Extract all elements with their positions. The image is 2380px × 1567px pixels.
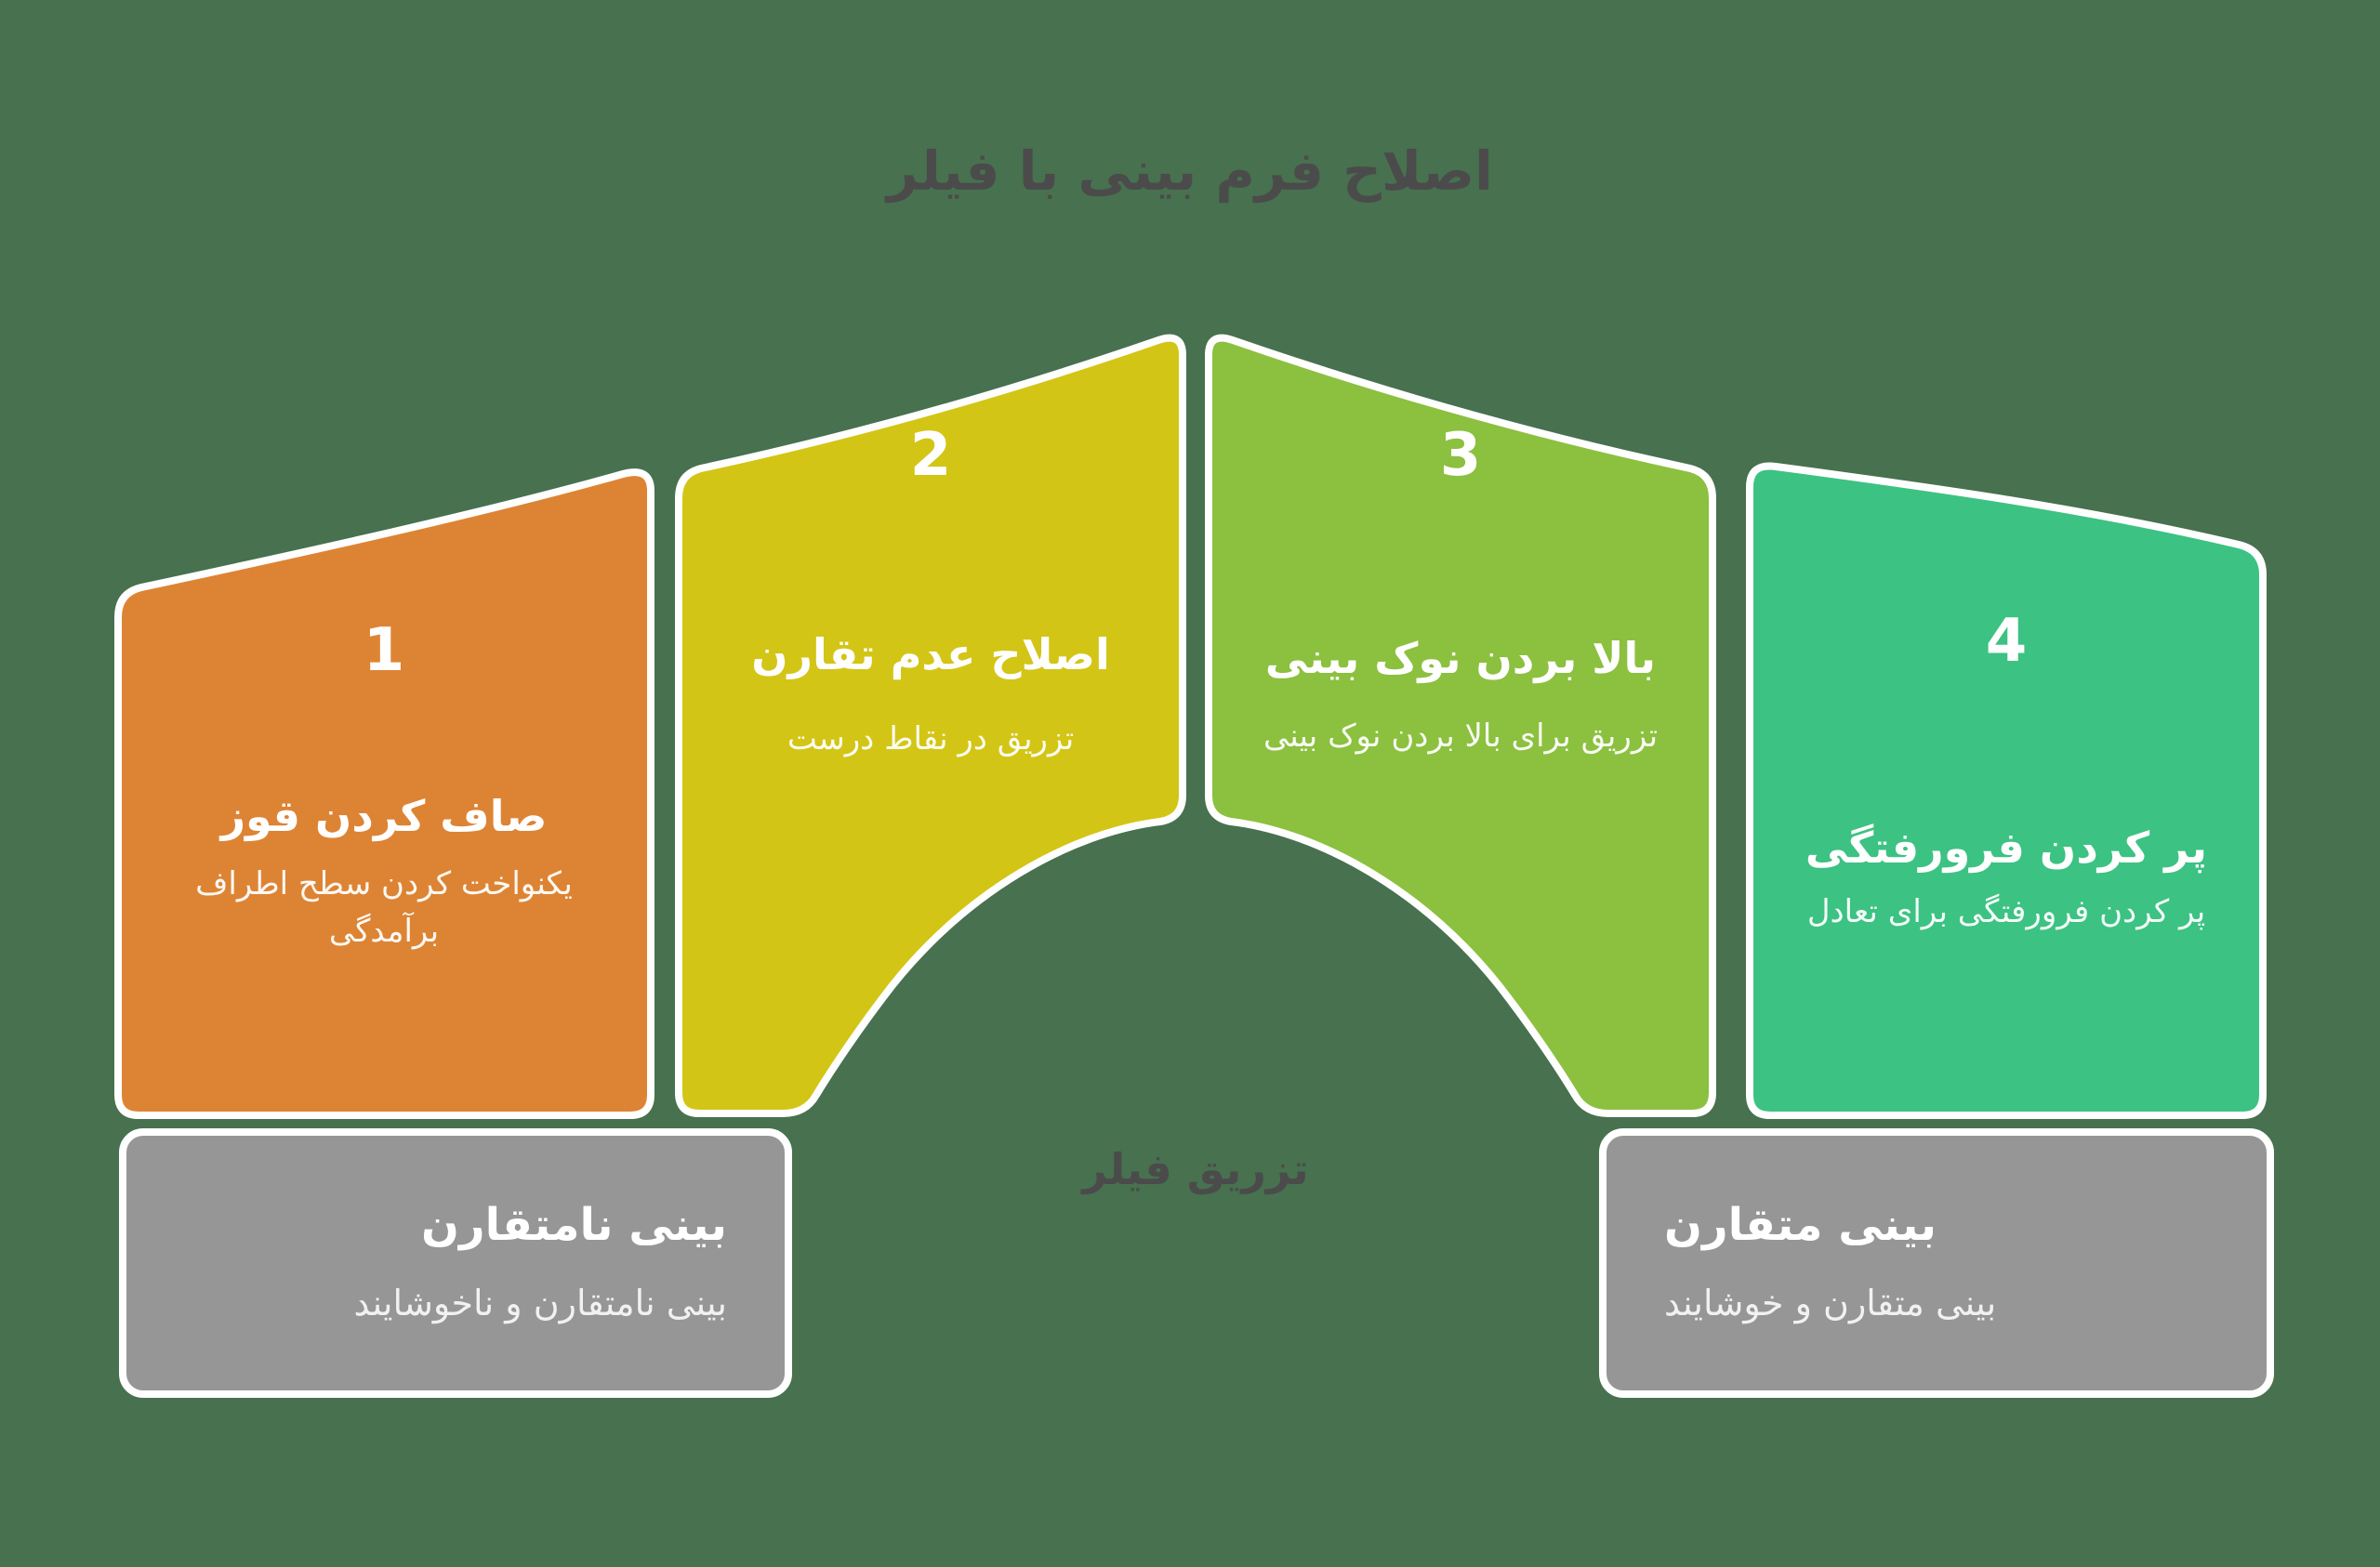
- segment-2-shape: [675, 334, 1186, 1117]
- filler-injection-label: تزریق فیلر: [1082, 1144, 1309, 1194]
- footer-box-asymmetric-title: بینی نامتقارن: [420, 1199, 727, 1251]
- segment-3-number: 3: [1439, 421, 1482, 490]
- segment-4-title: پر کردن فرورفتگی: [1805, 823, 2208, 873]
- footer-box-asymmetric-description: بینی نامتقارن و ناخوشایند: [353, 1282, 728, 1323]
- segment-4-description: پر کردن فرورفتگی برای تعادل: [1806, 893, 2206, 930]
- segment-1-description: یکنواخت کردن سطح اطراف برآمدگی: [195, 865, 573, 950]
- segment-1-number: 1: [363, 616, 405, 685]
- segment-3-shape: [1205, 334, 1716, 1117]
- footer-box-symmetric-description: بینی متقارن و خوشایند: [1664, 1282, 1997, 1323]
- segment-2-description: تزریق در نقاط درست: [787, 720, 1075, 757]
- segment-4-shape: [1746, 462, 2267, 1119]
- segment-4-number: 4: [1985, 607, 2028, 676]
- footer-box-symmetric-title: بینی متقارن: [1664, 1199, 1937, 1251]
- segment-3-title: بالا بردن نوک بینی: [1264, 633, 1657, 683]
- segment-2-number: 2: [909, 421, 952, 490]
- page-title: اصلاح فرم بینی با فیلر: [887, 139, 1493, 203]
- segment-1-title: صاف کردن قوز: [220, 791, 548, 841]
- footer-box-symmetric-nose: بینی متقارن بینی متقارن و خوشایند: [1599, 1128, 2274, 1398]
- segment-1-shape: [114, 468, 654, 1119]
- footer-box-asymmetric-nose: بینی نامتقارن بینی نامتقارن و ناخوشایند: [119, 1128, 792, 1398]
- segment-2-title: اصلاح عدم تقارن: [751, 629, 1110, 679]
- segment-3-description: تزریق برای بالا بردن نوک بینی: [1263, 718, 1659, 755]
